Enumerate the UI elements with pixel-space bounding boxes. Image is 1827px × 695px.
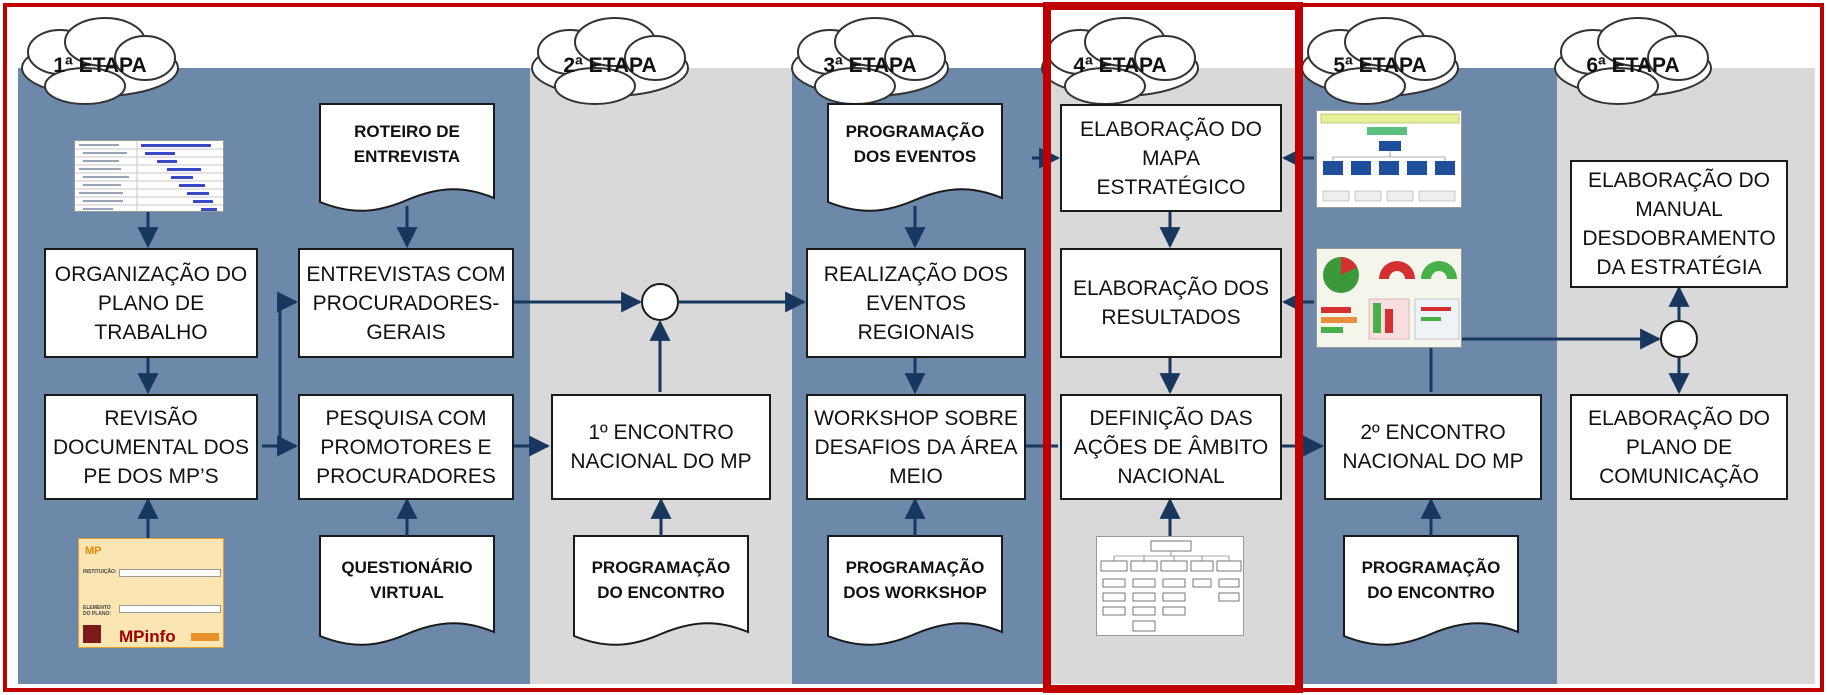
results-dashboard-thumbnail: [1316, 248, 1462, 348]
mpinfo-screen-thumbnail: MP INSTITUIÇÃO: ELEMENTO DO PLANO: MPinf…: [78, 538, 224, 648]
box-encontro1: 1º ENCONTRO NACIONAL DO MP: [551, 394, 771, 500]
mpinfo-institution-label: INSTITUIÇÃO:: [83, 569, 117, 575]
cloud-shape-4: [1041, 17, 1199, 105]
doc-prog-encontro2: PROGRAMAÇÃO DO ENCONTRO: [1361, 558, 1501, 602]
mpinfo-logo: MPinfo: [119, 627, 176, 646]
stage-label-1: 1ª ETAPA: [53, 54, 147, 77]
junction-circle-1: [641, 283, 679, 321]
doc-roteiro: ROTEIRO DE ENTREVISTA: [353, 122, 461, 166]
box-encontro2: 2º ENCONTRO NACIONAL DO MP: [1324, 394, 1542, 500]
dashboard-image: [1321, 257, 1460, 340]
arrow-encontro2-to-junction: [1429, 328, 1662, 392]
doc-prog-encontro1: PROGRAMAÇÃO DO ENCONTRO: [591, 558, 731, 602]
doc-questionario: QUESTIONÁRIO VIRTUAL: [341, 558, 473, 602]
doc-shape-roteiro: [319, 103, 495, 212]
box-realizacao: REALIZAÇÃO DOS EVENTOS REGIONAIS: [806, 248, 1026, 358]
mpinfo-red-mark-icon: [83, 625, 101, 643]
doc-shape-prog-workshop: [827, 535, 1003, 646]
box-comunicacao: ELABORAÇÃO DO PLANO DE COMUNICAÇÃO: [1570, 394, 1788, 500]
gantt-image: [75, 141, 223, 211]
cloud-shape-2: [531, 17, 689, 105]
strategic-map-thumbnail: [1316, 110, 1462, 208]
stage-label-5: 5ª ETAPA: [1333, 54, 1427, 77]
box-organizacao: ORGANIZAÇÃO DO PLANO DE TRABALHO: [44, 248, 258, 358]
box-entrevistas: ENTREVISTAS COM PROCURADORES-GERAIS: [298, 248, 514, 358]
cloud-shape-5: [1301, 17, 1459, 105]
stage-label-3: 3ª ETAPA: [823, 54, 917, 77]
stage-label-4: 4ª ETAPA: [1073, 54, 1167, 77]
actions-org-chart-thumbnail: [1096, 536, 1244, 636]
doc-shape-prog-encontro1: [573, 535, 749, 646]
box-mapa: ELABORAÇÃO DO MAPA ESTRATÉGICO: [1060, 104, 1282, 212]
box-definicao: DEFINIÇÃO DAS AÇÕES DE ÂMBITO NACIONAL: [1060, 394, 1282, 500]
mpinfo-mark: MP: [85, 545, 102, 557]
cloud-shape-1: [21, 17, 179, 105]
cloud-shape-6: [1554, 17, 1712, 105]
doc-shape-prog-encontro2: [1343, 535, 1519, 646]
box-manual: ELABORAÇÃO DO MANUAL DESDOBRAMENTO DA ES…: [1570, 160, 1788, 288]
mpinfo-orange-button-icon: [191, 633, 219, 641]
junction-circle-2: [1660, 320, 1698, 358]
cloud-shape-3: [791, 17, 949, 105]
box-workshop: WORKSHOP SOBRE DESAFIOS DA ÁREA MEIO: [806, 394, 1026, 500]
org-chart-image: [1100, 540, 1242, 632]
stage-label-6: 6ª ETAPA: [1586, 54, 1680, 77]
gantt-chart-thumbnail: [74, 140, 224, 212]
strategic-map-image: [1320, 113, 1460, 202]
doc-shape-prog-eventos: [827, 103, 1003, 212]
box-resultados: ELABORAÇÃO DOS RESULTADOS: [1060, 248, 1282, 358]
mpinfo-institution-field: [119, 569, 221, 577]
doc-prog-workshop: PROGRAMAÇÃO DOS WORKSHOP: [843, 558, 987, 602]
arrow-revisao-to-entrevistas: [262, 291, 299, 448]
doc-shape-questionario: [319, 535, 495, 646]
box-revisao: REVISÃO DOCUMENTAL DOS PE DOS MP’S: [44, 394, 258, 500]
doc-prog-eventos: PROGRAMAÇÃO DOS EVENTOS: [845, 122, 985, 166]
mpinfo-element-label: ELEMENTO DO PLANO:: [83, 605, 112, 617]
stage-label-2: 2ª ETAPA: [563, 54, 657, 77]
mpinfo-element-field: [119, 605, 221, 613]
box-pesquisa: PESQUISA COM PROMOTORES E PROCURADORES: [298, 394, 514, 500]
